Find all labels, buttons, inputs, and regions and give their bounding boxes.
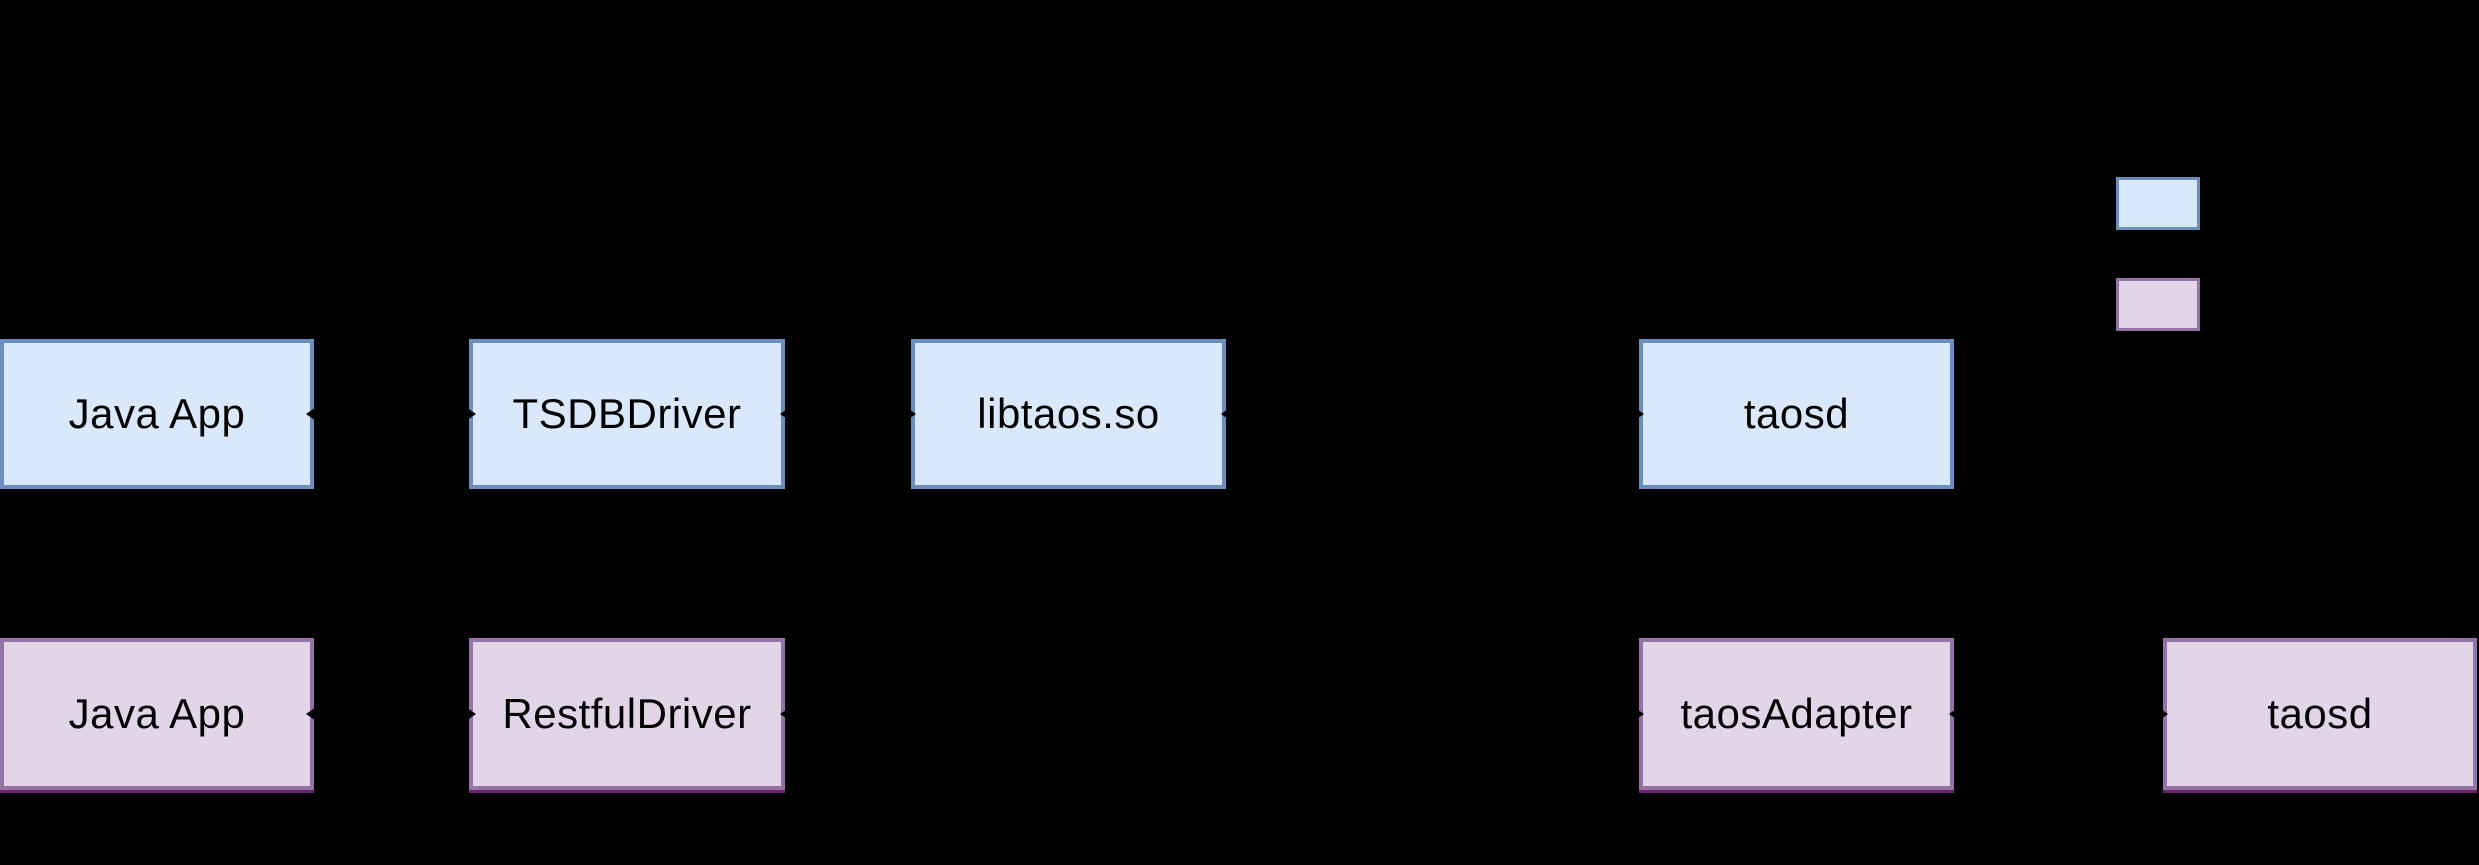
legend-blue-swatch: [2116, 177, 2200, 230]
arrowhead-icon: [1949, 705, 1962, 723]
arrowhead-icon: [306, 405, 319, 423]
arrowhead-icon: [463, 405, 476, 423]
legend-purple-swatch: [2116, 278, 2200, 331]
arrowhead-icon: [1221, 405, 1234, 423]
arrowhead-icon: [780, 405, 793, 423]
node-java-app-jni: Java App: [0, 339, 314, 489]
node-label: Java App: [68, 690, 246, 737]
arrowhead-icon: [1631, 705, 1644, 723]
node-label: libtaos.so: [977, 390, 1160, 437]
arrowhead-icon: [780, 705, 793, 723]
arrowhead-icon: [903, 405, 916, 423]
node-taosd-restful: taosd: [2163, 638, 2477, 790]
arrowhead-icon: [306, 705, 319, 723]
node-libtaos-so: libtaos.so: [911, 339, 1226, 489]
node-restful-driver: RestfulDriver: [469, 638, 785, 790]
node-java-app-restful: Java App: [0, 638, 314, 790]
node-label: taosd: [2267, 690, 2373, 737]
node-label: taosAdapter: [1680, 690, 1913, 737]
node-tsdb-driver: TSDBDriver: [469, 339, 785, 489]
node-label: RestfulDriver: [502, 690, 752, 737]
node-taos-adapter: taosAdapter: [1639, 638, 1954, 790]
arrowhead-icon: [463, 705, 476, 723]
node-taosd-jni: taosd: [1639, 339, 1954, 489]
arrowhead-icon: [1631, 405, 1644, 423]
node-label: taosd: [1743, 390, 1850, 437]
node-label: TSDBDriver: [512, 390, 742, 437]
arrowhead-icon: [2155, 705, 2168, 723]
node-label: Java App: [68, 390, 246, 437]
